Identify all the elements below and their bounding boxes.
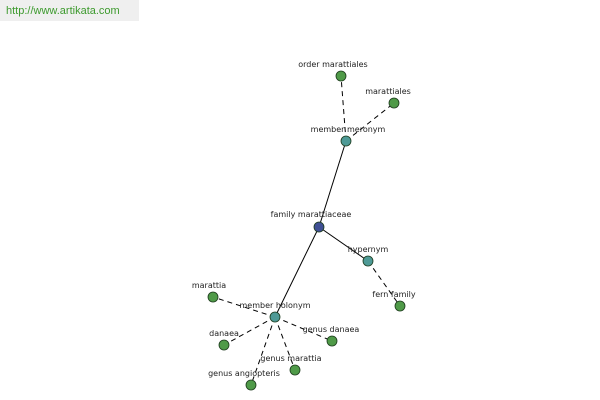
node-hypernym-dot[interactable] [362, 255, 374, 267]
graph-nodes: family marattiaceae member meronym order m… [192, 60, 416, 391]
edge-member-holonym-to-genus-marattia [274, 316, 296, 371]
node-fern-family-dot[interactable] [394, 300, 406, 312]
edge-member-holonym-to-marattia [212, 296, 276, 318]
node-genus-danaea[interactable]: genus danaea [303, 325, 360, 347]
node-order-marattiales[interactable]: order marattiales [298, 60, 368, 82]
node-genus-marattia[interactable]: genus marattia [260, 354, 322, 376]
node-marattiales-dot[interactable] [388, 97, 400, 109]
node-family-marattiaceae[interactable]: family marattiaceae [271, 210, 352, 233]
node-marattiales-label: marattiales [365, 87, 411, 96]
edge-family-marattiaceae-to-member-holonym [274, 226, 320, 318]
edge-family-marattiaceae-to-member-meronym [318, 140, 347, 228]
node-genus-angiopteris-dot[interactable] [245, 379, 257, 391]
node-member-holonym-label: member holonym [239, 301, 310, 310]
node-danaea-dot[interactable] [218, 339, 230, 351]
edge-member-holonym-to-genus-angiopteris [250, 316, 276, 386]
node-member-meronym-label: member meronym [311, 125, 386, 134]
edge-member-holonym-to-genus-danaea [274, 316, 333, 342]
node-danaea[interactable]: danaea [209, 329, 239, 351]
node-family-marattiaceae-label: family marattiaceae [271, 210, 352, 219]
node-genus-angiopteris-label: genus angiopteris [208, 369, 280, 378]
node-hypernym[interactable]: hypernym [348, 245, 389, 267]
node-fern-family-label: fern family [372, 290, 415, 299]
edge-family-marattiaceae-to-hypernym [318, 226, 369, 262]
graph-edges [212, 75, 401, 386]
node-genus-marattia-label: genus marattia [260, 354, 321, 363]
node-genus-danaea-label: genus danaea [303, 325, 360, 334]
edge-member-holonym-to-danaea [223, 316, 276, 346]
edge-member-meronym-to-order-marattiales [340, 75, 347, 142]
node-fern-family[interactable]: fern family [372, 290, 416, 312]
node-marattia[interactable]: marattia [192, 281, 226, 303]
node-marattiales[interactable]: marattiales [365, 87, 411, 109]
node-member-holonym-dot[interactable] [269, 311, 281, 323]
node-hypernym-label: hypernym [348, 245, 389, 254]
node-member-meronym-dot[interactable] [340, 135, 352, 147]
node-member-holonym[interactable]: member holonym [239, 301, 311, 323]
edge-member-meronym-to-marattiales [345, 102, 395, 142]
node-marattia-label: marattia [192, 281, 226, 290]
node-genus-angiopteris[interactable]: genus angiopteris [208, 369, 280, 391]
node-marattia-dot[interactable] [207, 291, 219, 303]
node-order-marattiales-label: order marattiales [298, 60, 367, 69]
node-member-meronym[interactable]: member meronym [311, 125, 386, 147]
node-genus-danaea-dot[interactable] [326, 335, 338, 347]
edge-hypernym-to-fern-family [367, 260, 401, 307]
node-genus-marattia-dot[interactable] [289, 364, 301, 376]
node-danaea-label: danaea [209, 329, 239, 338]
node-order-marattiales-dot[interactable] [335, 70, 347, 82]
node-family-marattiaceae-dot[interactable] [313, 221, 325, 233]
source-url-link[interactable]: http://www.artikata.com [0, 0, 139, 21]
